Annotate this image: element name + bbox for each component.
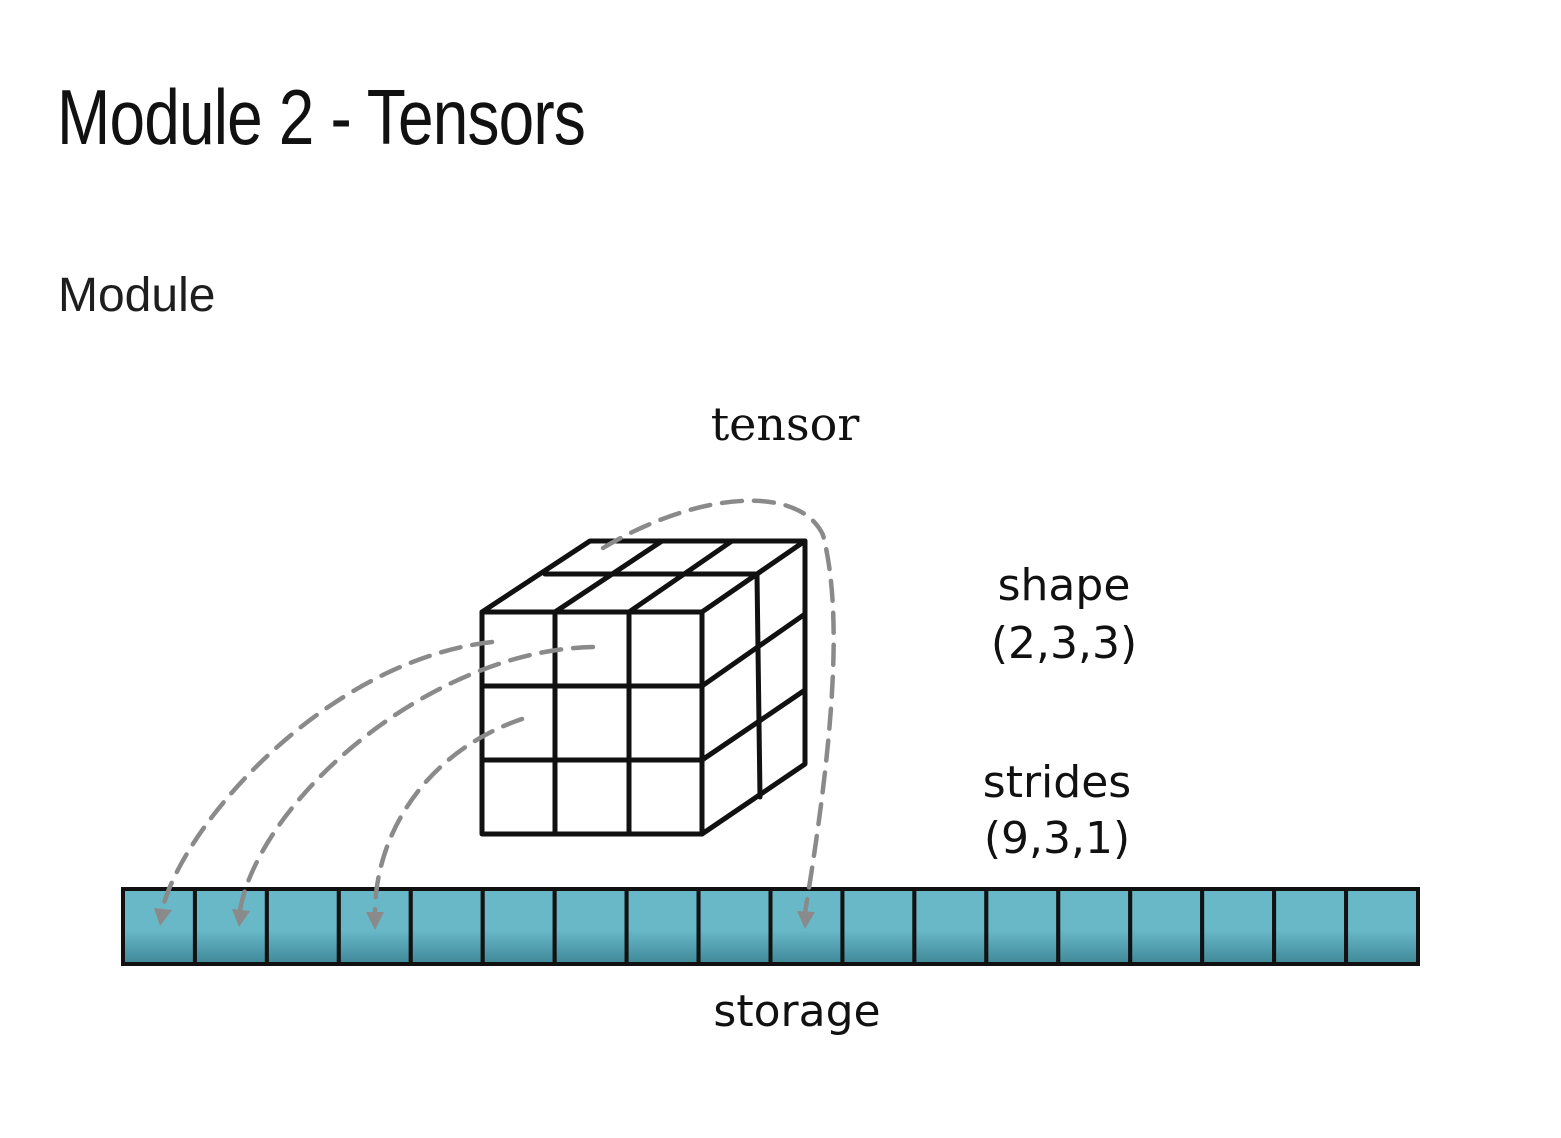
section-heading: Module <box>58 269 216 322</box>
storage-strip <box>121 887 1421 966</box>
shape-value: (2,3,3) <box>991 618 1137 669</box>
tensor-label: tensor <box>711 397 860 451</box>
arrowhead <box>366 912 384 930</box>
arrowheads <box>154 908 815 930</box>
storage-cell <box>1344 887 1421 966</box>
storage-cell <box>264 887 341 966</box>
storage-cell <box>840 887 917 966</box>
storage-cell <box>696 887 773 966</box>
cube-right-grid-line <box>699 611 808 689</box>
arrowhead <box>232 909 250 927</box>
storage-cell <box>1200 887 1277 966</box>
stride-arrows <box>159 498 836 917</box>
page-title: Module 2 - Tensors <box>57 73 586 161</box>
storage-cell <box>1272 887 1349 966</box>
arrowhead <box>154 908 172 926</box>
cube-right-grid-line <box>754 572 763 800</box>
dashed-arrow <box>372 716 525 917</box>
dashed-arrow <box>237 644 596 913</box>
storage-cell <box>984 887 1061 966</box>
arrowhead <box>797 911 815 929</box>
storage-cell <box>192 887 269 966</box>
storage-cell <box>552 887 629 966</box>
strides-label: strides <box>983 757 1131 808</box>
storage-cell <box>121 887 197 966</box>
dashed-arrow <box>600 498 836 916</box>
storage-cell <box>624 887 701 966</box>
cube-top-grid-line <box>626 538 735 615</box>
storage-label: storage <box>713 986 880 1037</box>
cube-right-grid-line <box>699 687 808 763</box>
storage-cell <box>1128 887 1205 966</box>
strides-value: (9,3,1) <box>984 813 1130 864</box>
storage-cell <box>912 887 989 966</box>
cube-top-grid-line <box>552 538 665 615</box>
tensor-cube <box>479 538 808 837</box>
dashed-arrow <box>159 639 495 913</box>
storage-cell <box>408 887 485 966</box>
shape-label: shape <box>998 560 1131 611</box>
storage-cell <box>1056 887 1133 966</box>
storage-cell <box>480 887 557 966</box>
